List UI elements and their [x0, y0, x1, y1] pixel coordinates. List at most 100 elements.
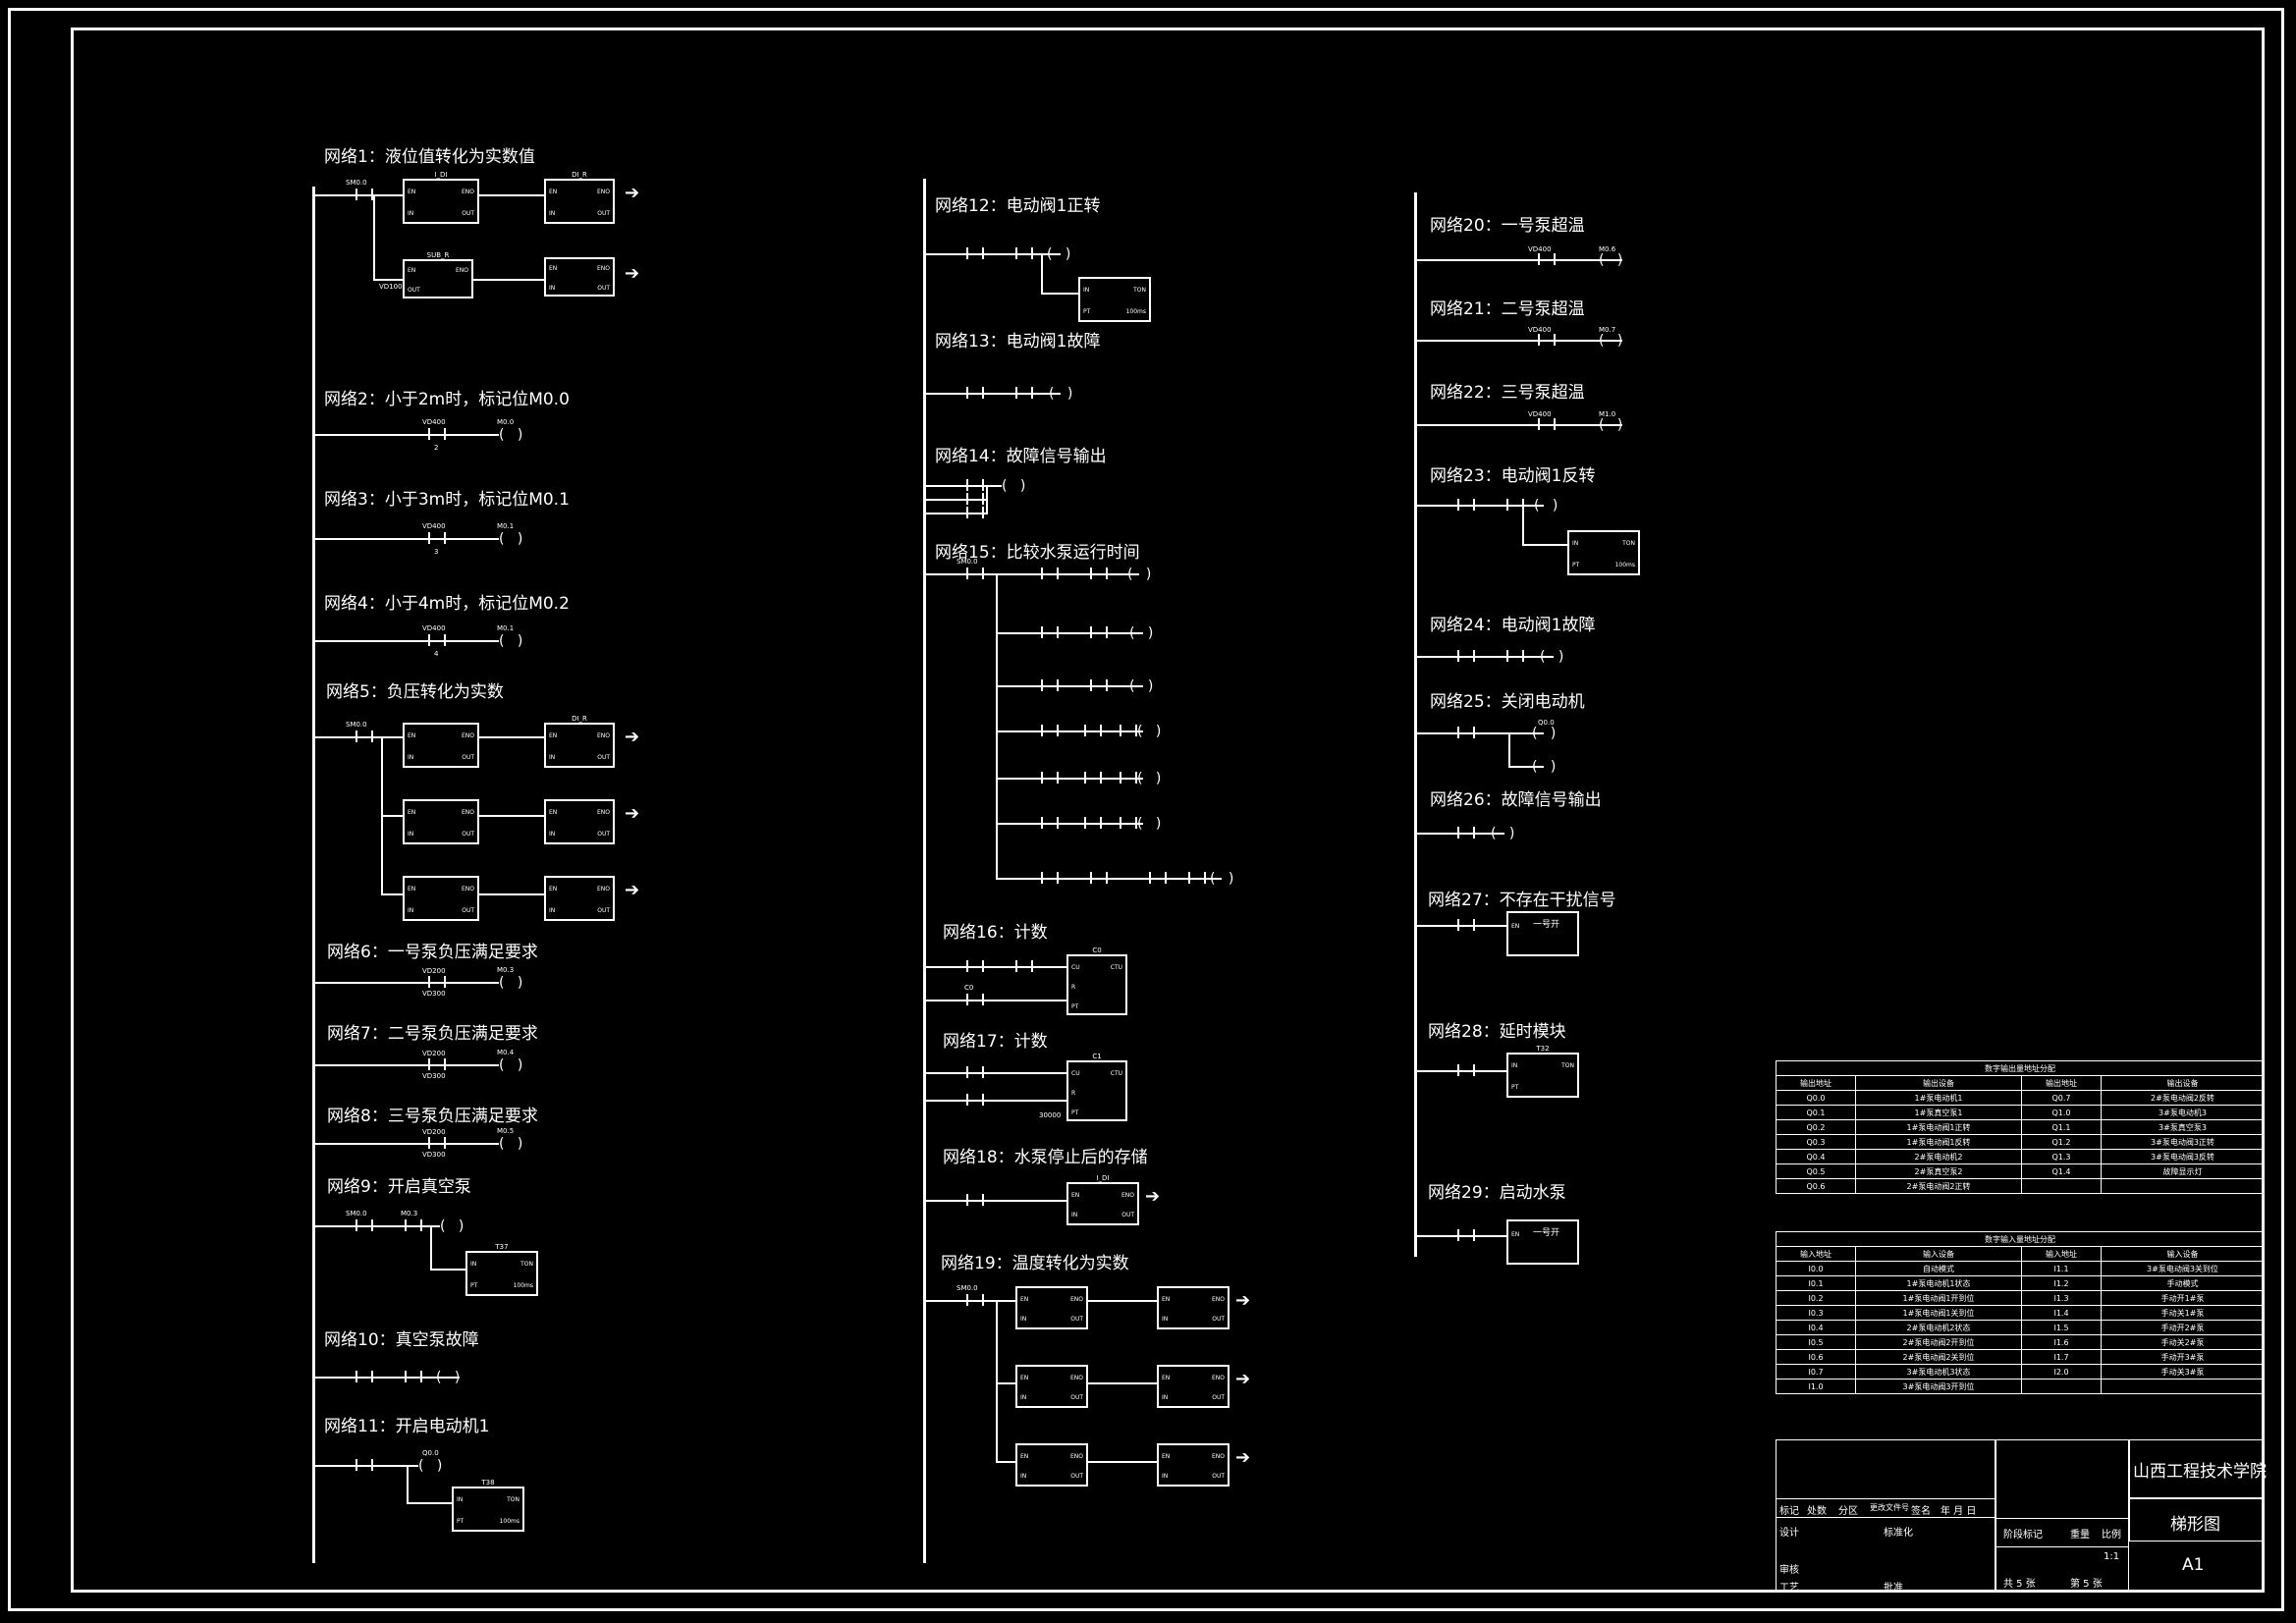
network-21-title: 网络21：二号泵超温 — [1430, 299, 1585, 319]
output-coil: ( ) — [418, 1458, 443, 1474]
contact-label: SM0.0 — [346, 179, 367, 187]
contact — [1457, 727, 1475, 738]
table-cell: 2#泵电动机2状态 — [1855, 1320, 2022, 1335]
table-cell: 1#泵电动机1 — [1855, 1090, 2022, 1106]
count-label: 处数 — [1807, 1506, 1827, 1517]
rung — [996, 1461, 1015, 1463]
table-cell: 手动开3#泵 — [2101, 1349, 2265, 1365]
rung — [996, 573, 998, 878]
scale-label: 比例 — [2102, 1530, 2121, 1541]
network-16-title: 网络16：计数 — [943, 923, 1048, 943]
table-cell: 3#泵电动机3状态 — [1855, 1364, 2022, 1380]
output-coil: ( ) — [1129, 625, 1154, 641]
rung — [1414, 1070, 1506, 1072]
output-coil: ( ) — [1129, 678, 1154, 694]
coil-label: M0.1 — [497, 624, 515, 632]
table-cell: I1.4 — [2021, 1305, 2102, 1321]
review-label: 审核 — [1779, 1565, 1799, 1576]
contact — [1015, 247, 1033, 259]
output-coil: ( ) — [499, 531, 523, 547]
table-cell: 1#泵电动阀1正转 — [1855, 1119, 2022, 1135]
rung — [1414, 424, 1622, 426]
rung — [381, 815, 403, 817]
function-block-di-r: DI_R EN ENO IN OUT — [544, 171, 615, 224]
table-cell: 3#泵电动机3 — [2101, 1105, 2265, 1120]
contact — [355, 1459, 373, 1471]
table-cell: Q0.0 — [1776, 1090, 1856, 1106]
counter-block-c1: C1 CU CTU R PT — [1066, 1053, 1127, 1121]
table-cell — [2101, 1379, 2265, 1394]
contact — [966, 1194, 984, 1206]
table-cell: Q1.2 — [2021, 1134, 2102, 1150]
rung — [1508, 732, 1510, 768]
zone-label: 分区 — [1838, 1506, 1858, 1517]
drawing-inner-border — [71, 27, 2265, 1593]
contact — [1457, 827, 1475, 839]
contact — [1084, 725, 1102, 736]
table-header: 输出设备 — [1855, 1075, 2022, 1091]
compare-contact — [1090, 568, 1108, 579]
rung — [373, 194, 375, 281]
rung — [923, 1300, 1015, 1302]
contact — [1120, 772, 1137, 784]
table-cell: 2#泵电动阀2关到位 — [1855, 1349, 2022, 1365]
network-26-title: 网络26：故障信号输出 — [1430, 790, 1602, 810]
compare-contact — [1041, 679, 1059, 691]
network-13-title: 网络13：电动阀1故障 — [935, 332, 1101, 352]
contact — [966, 994, 984, 1005]
table-cell: 手动关2#泵 — [2101, 1334, 2265, 1350]
coil-label: Q0.0 — [1538, 719, 1555, 727]
contact — [966, 493, 984, 505]
sign-label: 签名 — [1911, 1506, 1931, 1517]
contact — [355, 730, 373, 742]
contact — [966, 247, 984, 259]
function-block-sub-r: SUB_R EN ENO OUT — [403, 251, 473, 298]
table-cell: 1#泵电动阀1开到位 — [1855, 1290, 2022, 1306]
output-coil: ( ) — [1137, 771, 1162, 786]
contact — [1506, 650, 1524, 662]
function-block-i-di: EN ENO IN OUT — [1015, 1286, 1088, 1329]
network-10-title: 网络10：真空泵故障 — [324, 1330, 479, 1350]
standard-label: 标准化 — [1884, 1528, 1913, 1539]
craft-label: 工艺 — [1779, 1583, 1799, 1594]
table-cell: 3#泵真空泵3 — [2101, 1119, 2265, 1135]
rung — [923, 1072, 1066, 1074]
rung — [479, 736, 544, 738]
rung — [473, 279, 544, 281]
timer-block-t39: IN TON PT 100ms — [1078, 277, 1151, 322]
power-rail-1 — [312, 187, 315, 1563]
rung — [996, 823, 1143, 825]
table-cell: 手动开1#泵 — [2101, 1290, 2265, 1306]
contact — [966, 1066, 984, 1078]
rung — [1041, 253, 1043, 295]
rung — [996, 632, 1143, 634]
network-28-title: 网络28：延时模块 — [1428, 1022, 1566, 1042]
compare-contact — [428, 1137, 446, 1149]
table-cell: 1#泵电动阀1反转 — [1855, 1134, 2022, 1150]
table-cell: I0.0 — [1776, 1261, 1856, 1276]
table-header: 输出地址 — [2021, 1075, 2102, 1091]
operand-label: VD200 — [422, 1128, 446, 1136]
approve-label: 批准 — [1884, 1583, 1903, 1594]
rung — [373, 279, 403, 281]
rung — [312, 1225, 440, 1227]
contact — [1041, 772, 1059, 784]
output-coil: ( ) — [1137, 816, 1162, 832]
rung — [1414, 833, 1504, 835]
function-block-i-di: EN ENO IN OUT — [403, 876, 479, 921]
operand-label: 3 — [434, 548, 439, 556]
rung — [381, 893, 403, 895]
power-rail-2 — [923, 179, 926, 1563]
contact — [1457, 1064, 1475, 1076]
compare-contact — [1538, 253, 1556, 265]
table-cell: I1.2 — [2021, 1275, 2102, 1291]
timer-block: IN TON PT 100ms — [1567, 530, 1640, 575]
rung — [996, 685, 1143, 687]
table-cell: 3#泵电动阀3关到位 — [2101, 1261, 2265, 1276]
output-coil: ( ) — [499, 427, 523, 443]
